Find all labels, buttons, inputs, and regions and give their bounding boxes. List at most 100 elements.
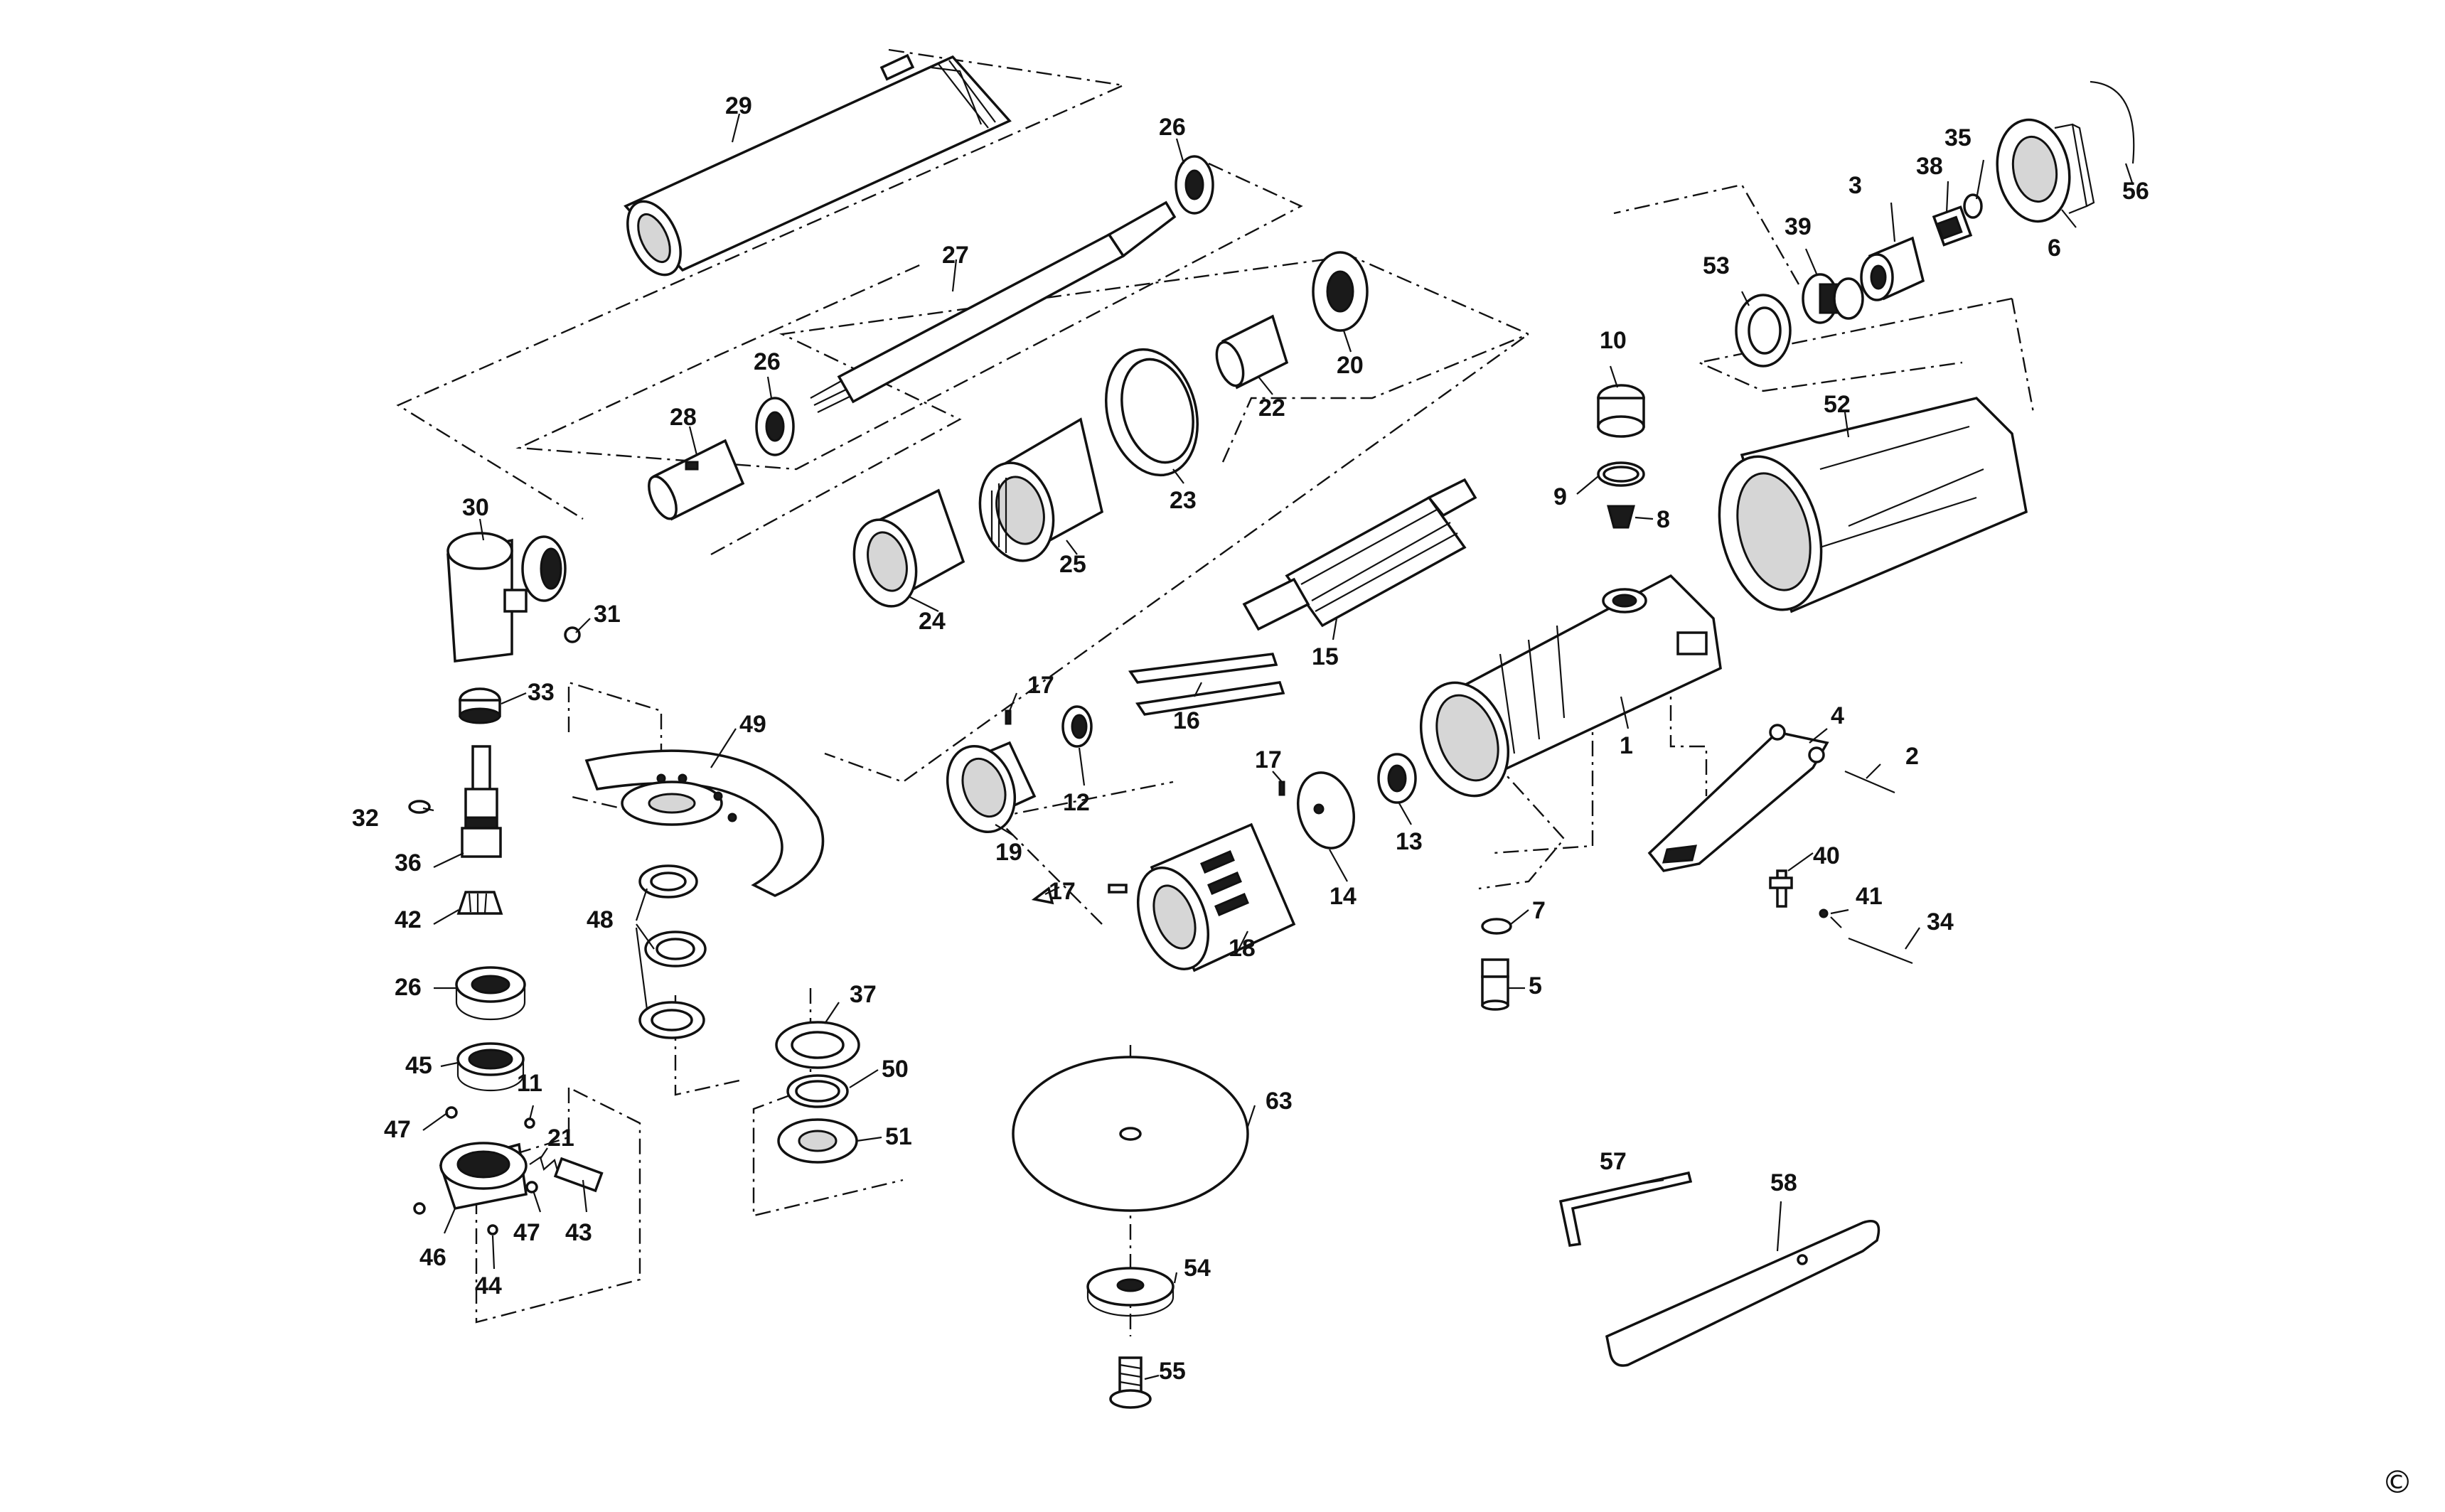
part-32-clip [408,800,431,814]
callout-4: 4 [1831,702,1844,729]
part-26-bearing-mid [755,397,795,456]
part-26-bearing-top [1175,155,1214,215]
callout-10: 10 [1600,327,1627,354]
callout-58: 58 [1770,1169,1797,1196]
callout-26: 26 [1159,114,1186,141]
callout-24: 24 [919,608,946,635]
callout-18: 18 [1229,935,1256,962]
callout-6: 6 [2048,235,2061,262]
callout-26: 26 [754,348,781,375]
callout-25: 25 [1059,551,1086,578]
part-57-hex-key [1558,1171,1693,1247]
callout-34: 34 [1927,908,1954,935]
callout-37: 37 [850,981,877,1008]
part-46-gear-housing [439,1142,528,1211]
part-13-bearing [1377,753,1417,804]
part-19-front-plate [946,741,1037,834]
callout-55: 55 [1159,1358,1186,1385]
part-4-throttle-lever [1647,724,1829,872]
callout-46: 46 [419,1244,446,1271]
part-20-bearing [1312,251,1369,332]
callout-47: 47 [384,1116,411,1143]
callout-44: 44 [475,1272,502,1299]
part-28-coupling [648,439,745,521]
part-7-o-ring [1481,918,1512,935]
callout-33: 33 [528,679,555,706]
callout-2: 2 [1905,743,1919,770]
callout-29: 29 [725,92,752,119]
part-56-circlip [2090,80,2135,164]
callout-26: 26 [395,974,422,1001]
part-22-sleeve [1215,314,1289,390]
callout-53: 53 [1703,252,1730,279]
part-8-valve [1607,505,1635,529]
part-1-motor-housing [1419,574,1722,798]
part-14-rear-plate [1296,771,1356,849]
part-24-collar [852,488,965,608]
part-29-tube [624,53,1012,277]
part-11-screw [524,1117,535,1129]
callout-5: 5 [1529,972,1542,999]
callout-38: 38 [1916,153,1943,180]
callout-43: 43 [565,1219,592,1246]
part-49-wheel-guard [584,749,825,897]
part-3-bushing [1860,236,1925,301]
callout-23: 23 [1170,487,1197,514]
part-43-lock-pin [553,1157,604,1193]
copyright-symbol: © [2382,1464,2413,1501]
callout-3: 3 [1849,172,1862,199]
part-37-flange [775,1021,860,1069]
callout-56: 56 [2122,178,2149,205]
callout-19: 19 [995,839,1022,866]
callout-41: 41 [1856,883,1883,910]
part-25-nut [978,417,1104,562]
part-15-rotor [1242,478,1477,631]
callout-31: 31 [594,601,621,628]
part-55-bolt [1109,1356,1152,1409]
callout-labels: 29 26 27 26 28 20 22 23 25 24 30 31 33 3… [352,92,2149,1385]
callout-48: 48 [587,906,614,933]
part-35-o-ring [1963,193,1983,219]
callout-13: 13 [1396,828,1423,855]
part-30-angle-head [446,532,567,663]
part-6-end-cap [1996,118,2095,223]
part-38-regulator [1932,205,1973,247]
part-47-screws [413,1106,538,1215]
assembly-guide-lines [396,48,2035,1336]
callout-11: 11 [517,1070,542,1097]
part-27-shaft [810,200,1177,413]
part-54-outer-flange [1086,1267,1175,1317]
part-50-ring [786,1074,849,1108]
callout-7: 7 [1532,897,1546,924]
callout-57: 57 [1600,1148,1627,1175]
callout-17: 17 [1027,672,1054,699]
callout-32: 32 [352,805,379,832]
callout-12: 12 [1063,789,1090,816]
callout-40: 40 [1813,842,1840,869]
part-23-ring [1104,348,1199,477]
callout-47: 47 [513,1219,540,1246]
part-36-spindle [461,745,502,858]
callout-50: 50 [882,1056,909,1083]
callout-36: 36 [395,849,422,876]
part-48-washers [638,864,707,1039]
part-16-vanes [1128,653,1285,716]
part-10-plug [1597,384,1645,438]
callout-30: 30 [462,494,489,521]
part-18-cylinder [1136,822,1296,972]
callout-35: 35 [1944,124,1971,151]
callout-52: 52 [1824,391,1851,418]
callout-54: 54 [1184,1255,1211,1282]
callout-17: 17 [1049,878,1076,905]
part-26-bearing-low [455,966,526,1021]
callout-51: 51 [885,1123,912,1150]
callout-20: 20 [1337,352,1364,379]
part-17-pin-b [1278,781,1285,796]
callout-15: 15 [1312,643,1339,670]
callout-45: 45 [405,1052,432,1079]
part-2-pin [1844,770,1895,794]
callout-39: 39 [1785,213,1812,240]
part-33-bushing [459,687,501,724]
callout-42: 42 [395,906,422,933]
